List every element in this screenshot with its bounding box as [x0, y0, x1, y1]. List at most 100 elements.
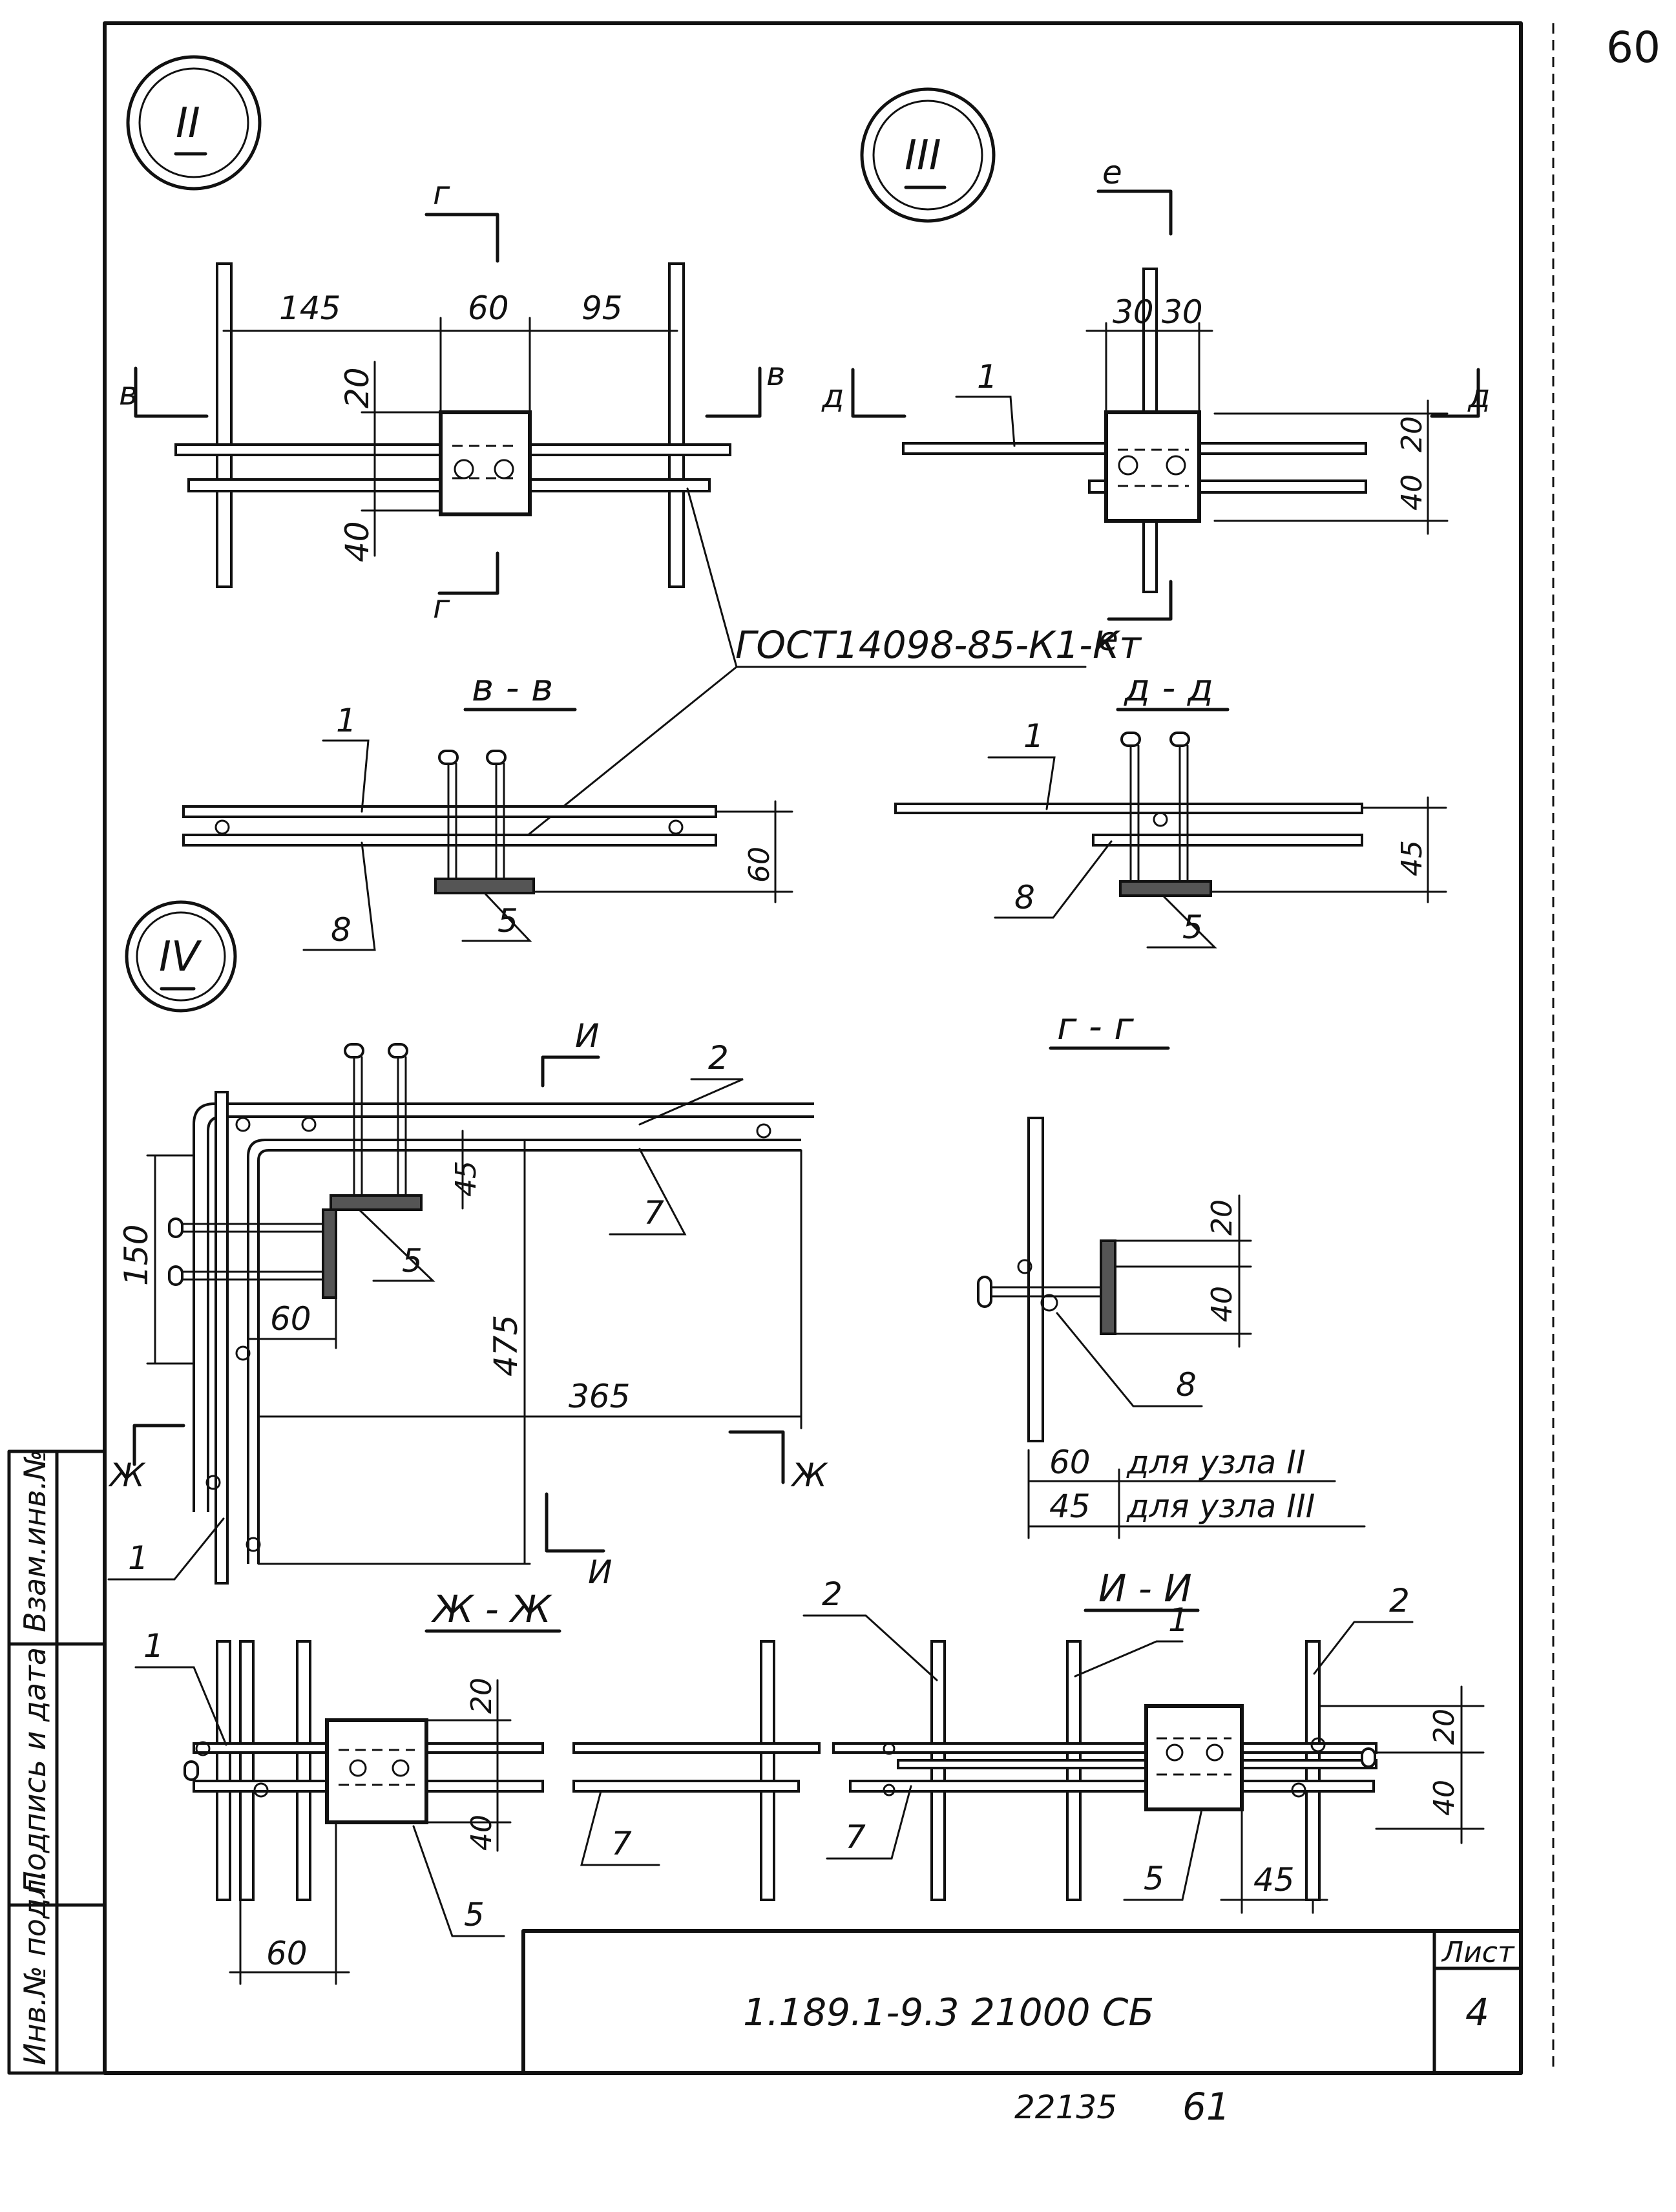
node-II-dimensions: 145 60 95 20 40 [222, 290, 678, 562]
section-gg-note-1: для узла II [1126, 1444, 1306, 1481]
side-stamp-signature-date: Подпись и дата [17, 1647, 52, 1893]
weld-callout-label: ГОСТ14098-85-К1-Кт [735, 623, 1142, 667]
node-IV-part-1: 1 [128, 1539, 149, 1577]
section-ii: И - И 20 [802, 1566, 1485, 1914]
section-zhzh-title: Ж - Ж [431, 1587, 552, 1631]
node-II-plate [439, 410, 532, 516]
node-II-dim-40: 40 [339, 521, 376, 562]
node-II-marker: II [126, 55, 262, 191]
section-gg-note-2-dim: 45 [1049, 1488, 1091, 1525]
node-IV-dim-60: 60 [270, 1300, 311, 1338]
node-IV-part-7: 7 [644, 1194, 664, 1232]
section-vv-part-1: 1 [336, 702, 357, 739]
node-III-section-markers: е е д д [821, 154, 1491, 658]
node-II-dim-145: 145 [279, 290, 340, 327]
node-III-dim-30-left: 30 [1113, 293, 1154, 331]
node-IV-dimensions: 150 45 60 475 365 [118, 1130, 802, 1565]
section-gg-title: г - г [1057, 1004, 1134, 1048]
section-ii-part-7: 7 [845, 1818, 866, 1856]
node-III-part-1: 1 [977, 358, 998, 395]
section-vv-dim-60: 60 [743, 847, 776, 883]
section-dd-part-8: 8 [1014, 879, 1035, 916]
node-IV-view: IV [107, 900, 828, 1591]
section-dd-anchor-studs [1120, 732, 1190, 883]
section-zhzh-leaders: 1 5 7 [134, 1627, 660, 1937]
section-vv-dimensions: 60 [532, 800, 793, 903]
section-zhzh-horizontal-bars [183, 1741, 821, 1798]
node-III-label: III [905, 132, 941, 180]
node-IV-dim-475: 475 [487, 1315, 525, 1376]
node-III-sec-e-bottom: е [1098, 620, 1118, 658]
node-III-sec-d-right: д [1467, 377, 1491, 415]
section-gg-dimensions: 20 40 [1114, 1194, 1252, 1348]
stamp-sheet-label: Лист [1441, 1936, 1515, 1969]
section-dd-leaders: 1 8 5 [987, 717, 1217, 949]
section-zhzh-part-7: 7 [611, 1825, 632, 1862]
section-dd-plate [1119, 880, 1212, 897]
section-zhzh-dimensions: 20 40 60 [229, 1678, 512, 1985]
section-ii-part-2-left: 2 [822, 1575, 843, 1613]
side-stamp-inv-podl: Инв.№ подл. [17, 1870, 52, 2065]
node-II-label: II [176, 100, 200, 147]
footer-archive-number: 22135 [1014, 2089, 1117, 2126]
section-zhzh-plate [325, 1718, 428, 1824]
section-dd-part-1: 1 [1023, 717, 1044, 755]
node-IV-dim-45: 45 [450, 1161, 483, 1197]
node-III-plate [1104, 410, 1201, 523]
section-ii-part-1: 1 [1168, 1601, 1189, 1639]
section-vv-part-8: 8 [331, 911, 351, 949]
side-stamp: Инв.№ подл. Подпись и дата Взам.инв.№ [7, 1449, 107, 2075]
node-IV-marker: IV [125, 900, 237, 1013]
node-II-sec-v-left: в [119, 375, 138, 412]
section-dd: д - д 45 1 8 5 [894, 666, 1447, 949]
section-ii-dim-45: 45 [1253, 1861, 1295, 1899]
node-II-view: II 145 60 95 [119, 55, 785, 626]
section-zhzh-vertical-bars [216, 1640, 775, 1901]
node-IV-sec-zh-left: Ж [108, 1457, 146, 1494]
title-block: Лист 4 1.189.1-9.3 21000 СБ [521, 1929, 1523, 2075]
section-dd-part-5: 5 [1182, 909, 1203, 946]
section-ii-part-5: 5 [1144, 1860, 1164, 1897]
node-II-section-markers: г г в в [119, 174, 785, 626]
stamp-sheet-number: 4 [1465, 1990, 1489, 2034]
section-zhzh-dim-60: 60 [266, 1935, 308, 1972]
section-zhzh-dim-40: 40 [465, 1815, 498, 1851]
node-IV-plates [322, 1194, 423, 1299]
node-II-sec-g-top: г [433, 174, 450, 212]
node-II-sec-g-bottom: г [433, 588, 450, 626]
node-IV-bars [193, 1091, 814, 1585]
section-gg-part-8: 8 [1176, 1366, 1197, 1404]
node-IV-sec-i-bottom: И [588, 1554, 612, 1591]
section-gg-leader: 8 [1056, 1312, 1203, 1407]
node-IV-part-5: 5 [402, 1242, 423, 1280]
section-ii-part-2-right: 2 [1389, 1582, 1410, 1619]
section-gg-notes: 60 для узла II 45 для узла III [1027, 1444, 1366, 1539]
node-III-dim-40: 40 [1396, 474, 1429, 511]
node-IV-leaders: 2 7 5 1 [107, 1039, 744, 1581]
side-stamp-vzam-inv: Взам.инв.№ [17, 1449, 52, 1632]
section-ii-dim-40: 40 [1428, 1780, 1461, 1816]
node-III-dimensions: 30 30 20 40 [1085, 293, 1449, 535]
node-III-view: III 30 30 20 40 е [821, 87, 1491, 658]
node-IV-sec-zh-right: Ж [790, 1457, 828, 1494]
node-III-sec-e-top: е [1102, 154, 1122, 191]
node-II-sec-v-right: в [766, 355, 785, 393]
section-vv-plate [434, 878, 535, 894]
stamp-document-code: 1.189.1-9.3 21000 СБ [743, 1990, 1154, 2034]
node-II-dim-20: 20 [339, 367, 376, 408]
section-zhzh-part-5: 5 [464, 1896, 485, 1933]
section-vv: в - в 60 1 8 5 [182, 666, 793, 951]
section-gg-note-2: для узла III [1126, 1488, 1315, 1525]
section-ii-horizontal-bars [832, 1737, 1377, 1798]
page-number: 60 [1606, 23, 1660, 72]
section-vv-anchor-studs [438, 750, 507, 880]
node-IV-anchor-studs [168, 1043, 408, 1286]
node-IV-section-markers: И И Ж Ж [108, 1017, 828, 1591]
node-II-dim-95: 95 [581, 290, 623, 327]
section-zhzh-part-1: 1 [143, 1627, 164, 1665]
footer-page-number: 61 [1182, 2085, 1230, 2129]
section-ii-title: И - И [1098, 1566, 1192, 1610]
node-III-sec-d-left: д [821, 377, 844, 415]
node-III-dim-30-right: 30 [1162, 293, 1203, 331]
